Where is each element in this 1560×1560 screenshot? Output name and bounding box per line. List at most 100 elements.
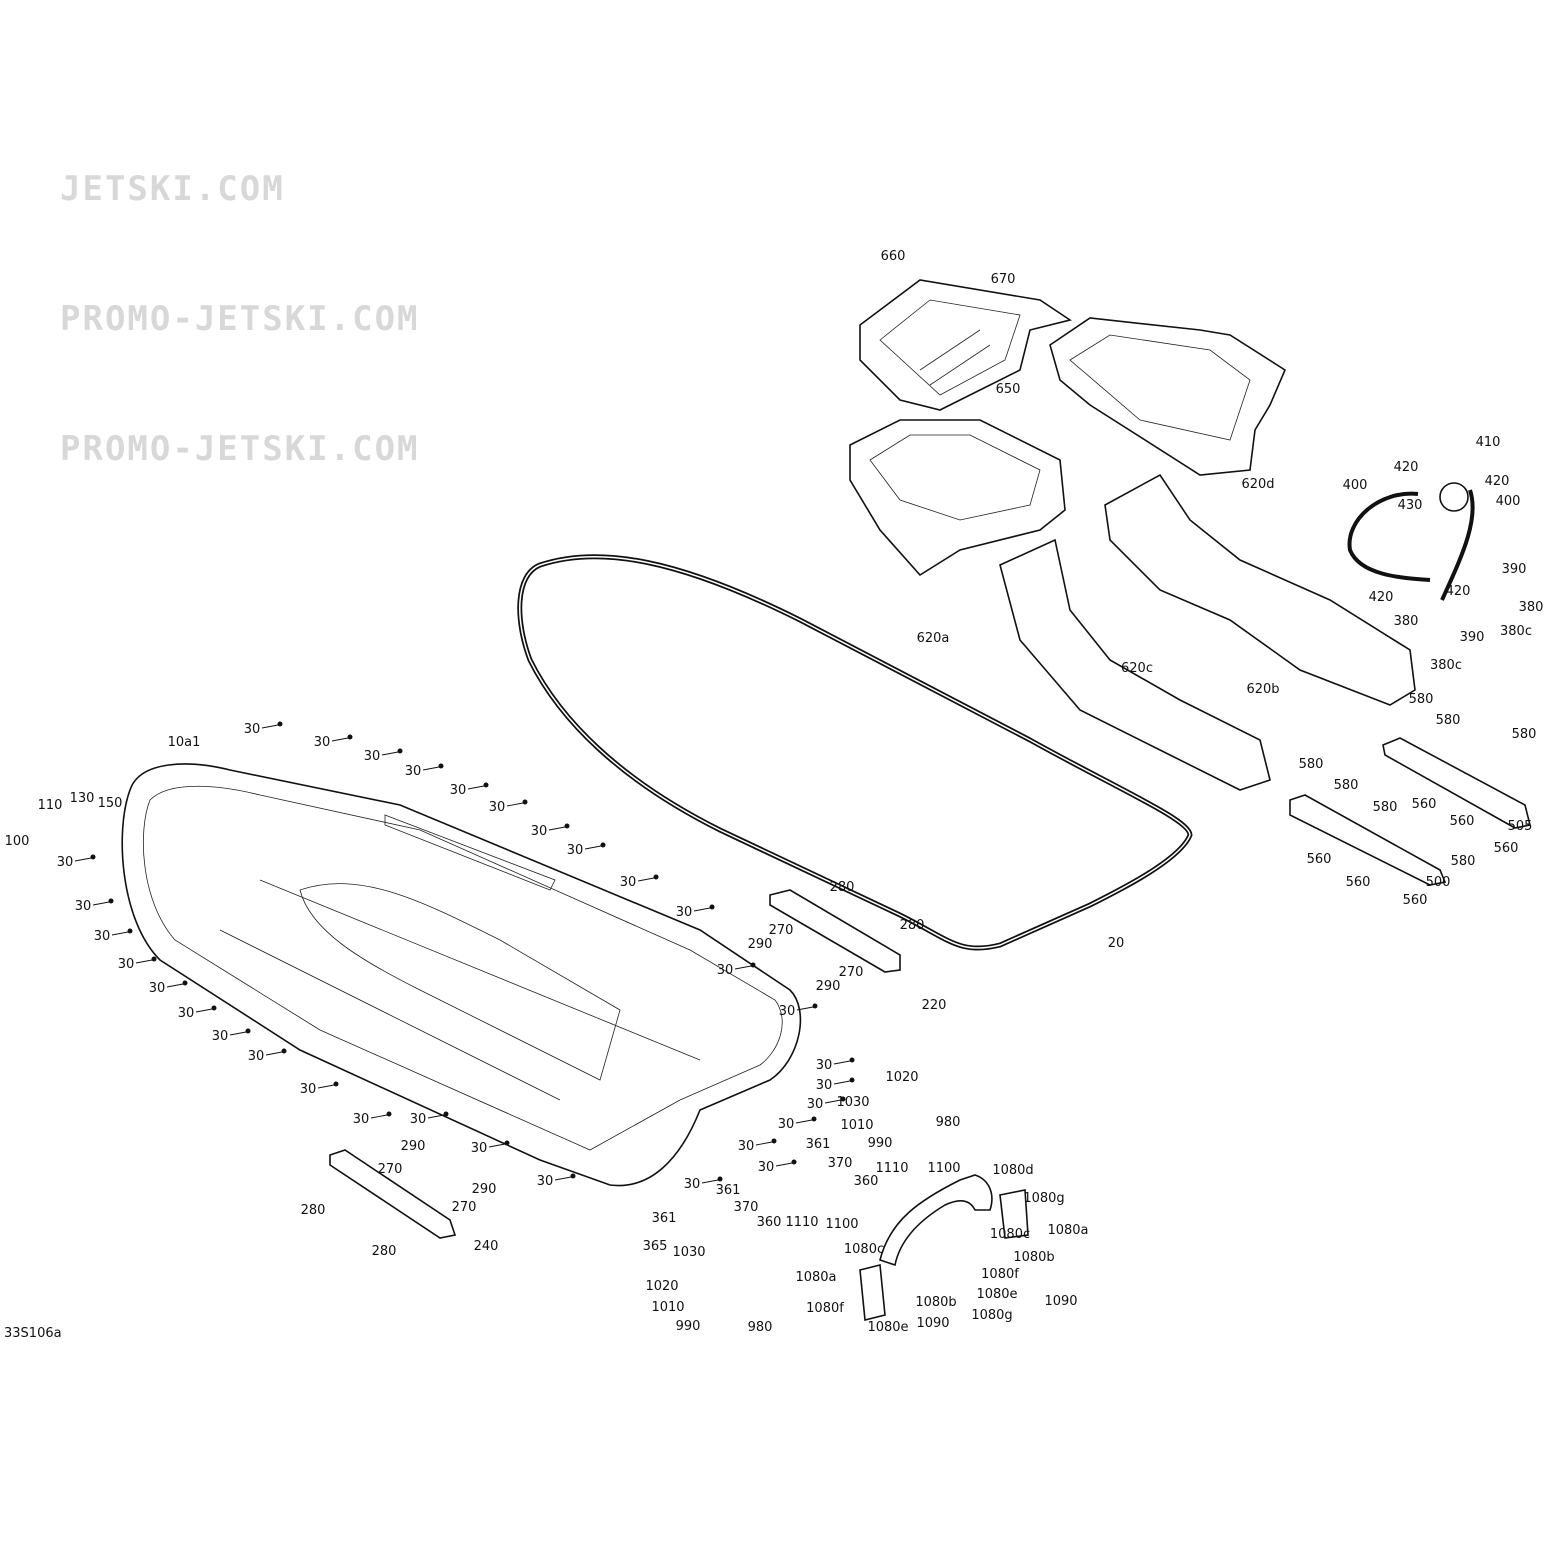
callout-1010: 1010 bbox=[651, 1300, 684, 1315]
callout-290: 290 bbox=[472, 1182, 497, 1197]
callout-30: 30 bbox=[94, 929, 111, 944]
callout-360: 360 bbox=[854, 1174, 879, 1189]
callout-30: 30 bbox=[364, 749, 381, 764]
callout-660: 660 bbox=[881, 249, 906, 264]
callout-1090: 1090 bbox=[1044, 1294, 1077, 1309]
leader-line bbox=[370, 1114, 388, 1119]
hull-part bbox=[121, 763, 802, 1187]
callout-400: 400 bbox=[1343, 478, 1368, 493]
callout-420: 420 bbox=[1485, 474, 1510, 489]
callout-1080a: 1080a bbox=[795, 1270, 836, 1285]
callout-20: 20 bbox=[1108, 936, 1125, 951]
callout-10a1: 10a1 bbox=[168, 735, 201, 750]
leader-line bbox=[693, 907, 711, 912]
screw-icon bbox=[483, 782, 489, 788]
callout-1110: 1110 bbox=[875, 1161, 908, 1176]
leader-line bbox=[74, 857, 92, 862]
callout-130: 130 bbox=[70, 791, 95, 806]
callout-30: 30 bbox=[779, 1004, 796, 1019]
leader-line bbox=[554, 1176, 572, 1181]
watermark: JETSKI.COMPROMO-JETSKI.COMPROMO-JETSKI.C… bbox=[60, 169, 420, 469]
leader-line bbox=[755, 1141, 773, 1146]
callout-100: 100 bbox=[5, 834, 30, 849]
callout-1080e: 1080e bbox=[867, 1320, 908, 1335]
screw-icon bbox=[182, 980, 188, 986]
ride-plate-parts bbox=[1289, 737, 1531, 886]
storage-bin-parts bbox=[849, 279, 1287, 577]
callout-500: 500 bbox=[1426, 875, 1451, 890]
callout-370: 370 bbox=[828, 1156, 853, 1171]
screw-icon bbox=[717, 1176, 723, 1182]
callout-280: 280 bbox=[372, 1244, 397, 1259]
screw-icon bbox=[281, 1048, 287, 1054]
callout-361: 361 bbox=[716, 1183, 741, 1198]
screw-icon bbox=[750, 962, 756, 968]
callout-1020: 1020 bbox=[645, 1279, 678, 1294]
leader-line bbox=[422, 766, 440, 771]
screw-icon bbox=[849, 1057, 855, 1063]
callout-1100: 1100 bbox=[927, 1161, 960, 1176]
leader-line bbox=[506, 802, 524, 807]
callout-560: 560 bbox=[1307, 852, 1332, 867]
callout-30: 30 bbox=[405, 764, 422, 779]
callout-30: 30 bbox=[178, 1006, 195, 1021]
callout-365: 365 bbox=[643, 1239, 668, 1254]
callout-30: 30 bbox=[684, 1177, 701, 1192]
callout-650: 650 bbox=[996, 382, 1021, 397]
callout-30: 30 bbox=[778, 1117, 795, 1132]
tunnel-parts bbox=[999, 473, 1416, 791]
leader-line bbox=[795, 1119, 813, 1124]
leader-line bbox=[637, 877, 655, 882]
leader-line bbox=[261, 724, 279, 729]
callout-1080g: 1080g bbox=[1023, 1191, 1064, 1206]
callout-400: 400 bbox=[1496, 494, 1521, 509]
screw-icon bbox=[108, 898, 114, 904]
watermark-text: PROMO-JETSKI.COM bbox=[60, 429, 420, 469]
callout-361: 361 bbox=[806, 1137, 831, 1152]
callout-430: 430 bbox=[1398, 498, 1423, 513]
callout-30: 30 bbox=[567, 843, 584, 858]
watermark-text: PROMO-JETSKI.COM bbox=[60, 299, 420, 339]
leader-line bbox=[92, 901, 110, 906]
callout-560: 560 bbox=[1412, 797, 1437, 812]
screw-icon bbox=[443, 1111, 449, 1117]
callout-980: 980 bbox=[748, 1320, 773, 1335]
leader-line bbox=[701, 1179, 719, 1184]
callout-30: 30 bbox=[244, 722, 261, 737]
leader-lines bbox=[74, 721, 855, 1184]
callout-580: 580 bbox=[1409, 692, 1434, 707]
callout-30: 30 bbox=[676, 905, 693, 920]
callout-1080a: 1080a bbox=[1047, 1223, 1088, 1238]
screw-icon bbox=[127, 928, 133, 934]
callout-1020: 1020 bbox=[885, 1070, 918, 1085]
callout-620d: 620d bbox=[1241, 477, 1274, 492]
callout-1080d: 1080d bbox=[992, 1163, 1033, 1178]
callout-30: 30 bbox=[300, 1082, 317, 1097]
callout-30: 30 bbox=[816, 1058, 833, 1073]
callout-1010: 1010 bbox=[840, 1118, 873, 1133]
screw-icon bbox=[151, 956, 157, 962]
callout-360: 360 bbox=[757, 1215, 782, 1230]
callout-390: 390 bbox=[1460, 630, 1485, 645]
callout-1080b: 1080b bbox=[915, 1295, 956, 1310]
screw-icon bbox=[791, 1159, 797, 1165]
callout-620c: 620c bbox=[1121, 661, 1153, 676]
callout-620b: 620b bbox=[1246, 682, 1279, 697]
screw-icon bbox=[504, 1140, 510, 1146]
callout-30: 30 bbox=[620, 875, 637, 890]
leader-line bbox=[584, 845, 602, 850]
callout-1080e: 1080e bbox=[976, 1287, 1017, 1302]
screw-icon bbox=[709, 904, 715, 910]
callout-980: 980 bbox=[936, 1115, 961, 1130]
callout-560: 560 bbox=[1494, 841, 1519, 856]
seal-ring-part bbox=[517, 554, 1193, 951]
callout-290: 290 bbox=[748, 937, 773, 952]
screw-icon bbox=[347, 734, 353, 740]
callout-270: 270 bbox=[769, 923, 794, 938]
callout-580: 580 bbox=[1334, 778, 1359, 793]
callout-1080b: 1080b bbox=[1013, 1250, 1054, 1265]
callout-361: 361 bbox=[652, 1211, 677, 1226]
callout-380: 380 bbox=[1394, 614, 1419, 629]
